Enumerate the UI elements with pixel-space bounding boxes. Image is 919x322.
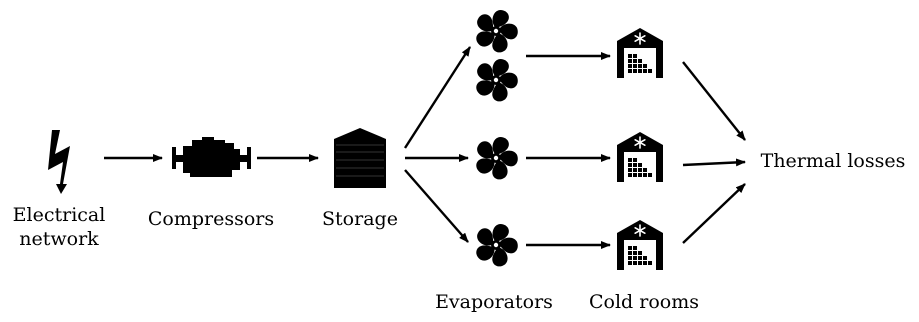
label-cold-rooms: Cold rooms [589, 291, 699, 313]
fan-icon [473, 137, 520, 183]
lightning-bolt-tip [56, 184, 67, 194]
arrow-coldroom-to-losses-middle [682, 158, 746, 167]
label-electrical-line2: network [19, 228, 99, 250]
fan-icon [473, 224, 520, 270]
engine-icon [172, 137, 251, 177]
fan-icon [473, 59, 520, 105]
label-thermal-losses: Thermal losses [761, 150, 906, 172]
cold-storage-warehouse-icon [616, 27, 664, 79]
label-compressors: Compressors [148, 208, 274, 230]
cold-storage-warehouse-icon [616, 131, 664, 183]
label-electrical-line1: Electrical [13, 204, 106, 226]
arrow-storage-to-evaporators-top [403, 46, 472, 149]
label-storage: Storage [322, 208, 398, 230]
arrow-coldroom-to-losses-bottom [682, 183, 746, 244]
arrow-coldroom-to-losses-top [682, 61, 746, 141]
cold-storage-warehouse-icon [616, 219, 664, 271]
arrow-storage-to-evaporators-bottom [404, 169, 469, 243]
label-evaporators: Evaporators [435, 291, 553, 313]
lightning-bolt-icon [48, 130, 70, 184]
silo-icon [334, 128, 386, 188]
fan-icon [473, 10, 520, 56]
